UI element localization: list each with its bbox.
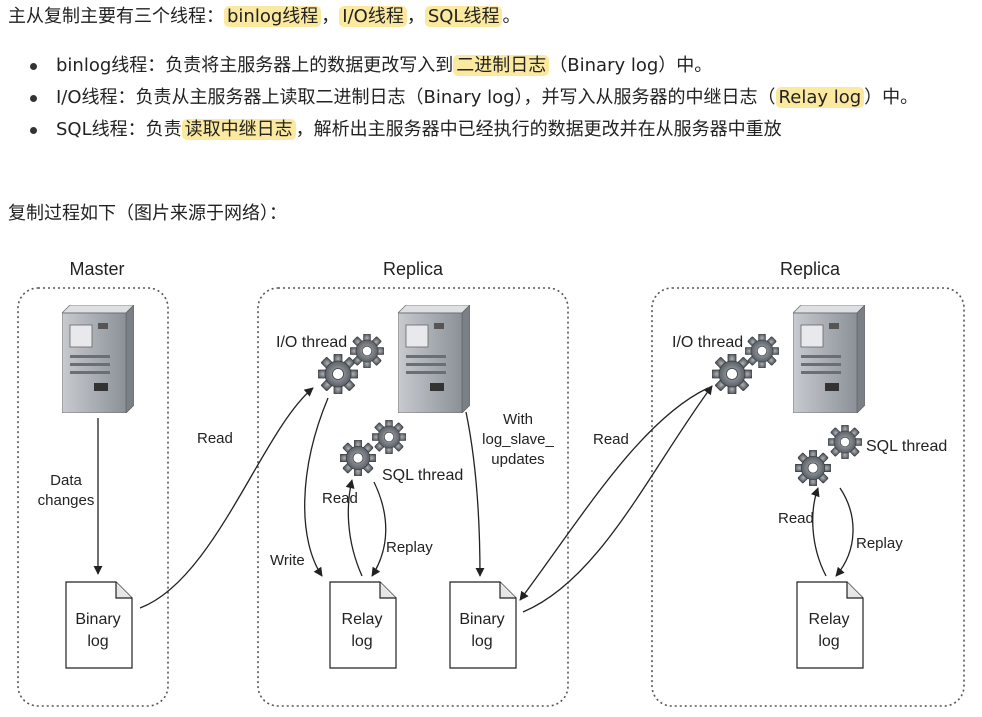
arrow-write [304, 397, 329, 577]
bullet-highlight: Relay log [775, 87, 865, 108]
doc-label: Relay [342, 611, 383, 628]
replay-label: Replay [856, 535, 903, 552]
list-item: SQL线程：负责读取中继日志，解析出主服务器中已经执行的数据更改并在从服务器中重… [30, 114, 975, 146]
intro-sep-2: ， [406, 6, 425, 27]
doc-label: Binary [75, 611, 120, 628]
highlight-sql-thread: SQL线程 [424, 6, 503, 27]
bullet-text: （Binary log）中。 [549, 55, 713, 76]
doc-label: log [87, 633, 108, 650]
sql-thread-gear-icon [372, 420, 406, 454]
arrow-read-3 [522, 385, 713, 613]
doc-label: Relay [809, 611, 850, 628]
arrow-replay [371, 481, 387, 577]
diagram-caption: 复制过程如下（图片来源于网络）： [8, 203, 287, 224]
bullet-text: binlog线程：负责将主服务器上的数据更改写入到 [56, 55, 454, 76]
master-server-icon [62, 305, 134, 413]
data-changes-label: Data [50, 472, 82, 489]
io-thread-gear-icon-2 [712, 354, 752, 394]
read-label: Read [593, 431, 629, 448]
doc-label: log [351, 633, 372, 650]
sql-thread-gear-icon [340, 440, 376, 476]
intro-prefix: 主从复制主要有三个线程： [8, 6, 224, 27]
write-label: Write [270, 552, 305, 569]
intro-text: 主从复制主要有三个线程：binlog线程，I/O线程，SQL线程。 [8, 3, 520, 31]
doc-label: Binary [459, 611, 504, 628]
read-label: Read [778, 510, 814, 527]
replica-title-1: Replica [383, 259, 444, 279]
sql-thread-gear-icon-2 [795, 450, 831, 486]
bullet-highlight: 二进制日志 [453, 55, 550, 76]
arrow-log-slave-updates [465, 411, 485, 577]
read-label: Read [197, 430, 233, 447]
data-changes-label: changes [38, 492, 95, 509]
bullet-text: ）中。 [864, 87, 919, 108]
read-label: Read [322, 490, 358, 507]
arrow-read [139, 387, 314, 609]
replica-server-icon-2 [793, 305, 865, 413]
bullet-text: I/O线程：负责从主服务器上读取二进制日志（Binary log），并写入从服务… [56, 87, 776, 108]
intro-suffix: 。 [502, 6, 521, 27]
sql-thread-label-2: SQL thread [866, 438, 947, 455]
arrow-sql-read [345, 479, 363, 577]
thread-list: binlog线程：负责将主服务器上的数据更改写入到二进制日志（Binary lo… [30, 50, 975, 146]
arrow-read-2 [519, 387, 709, 601]
doc-label: log [471, 633, 492, 650]
replay-label: Replay [386, 539, 433, 556]
doc-label: log [818, 633, 839, 650]
highlight-binlog-thread: binlog线程 [224, 6, 322, 27]
with-updates-label: With [503, 411, 533, 428]
highlight-io-thread: I/O线程 [339, 6, 407, 27]
io-thread-label-2: I/O thread [672, 334, 743, 351]
io-thread-label: I/O thread [276, 334, 347, 351]
with-updates-label: log_slave_ [482, 431, 554, 448]
sql-thread-gear-icon-2 [828, 425, 862, 459]
io-thread-gear-icon [318, 354, 358, 394]
list-item: I/O线程：负责从主服务器上读取二进制日志（Binary log），并写入从服务… [30, 82, 975, 114]
list-item: binlog线程：负责将主服务器上的数据更改写入到二进制日志（Binary lo… [30, 50, 975, 82]
master-title: Master [69, 259, 124, 279]
replica-server-icon [398, 305, 470, 413]
io-thread-gear-icon-2 [745, 334, 779, 368]
replica-title-2: Replica [780, 259, 841, 279]
arrow-sql-read-2 [810, 487, 827, 577]
bullet-highlight: 读取中继日志 [181, 119, 296, 140]
arrow-replay-2 [835, 487, 854, 577]
io-thread-gear-icon [350, 334, 384, 368]
intro-sep-1: ， [321, 6, 340, 27]
bullet-text: SQL线程：负责 [56, 119, 182, 140]
sql-thread-label: SQL thread [382, 467, 463, 484]
with-updates-label: updates [491, 451, 544, 468]
bullet-text: ，解析出主服务器中已经执行的数据更改并在从服务器中重放 [295, 119, 782, 140]
